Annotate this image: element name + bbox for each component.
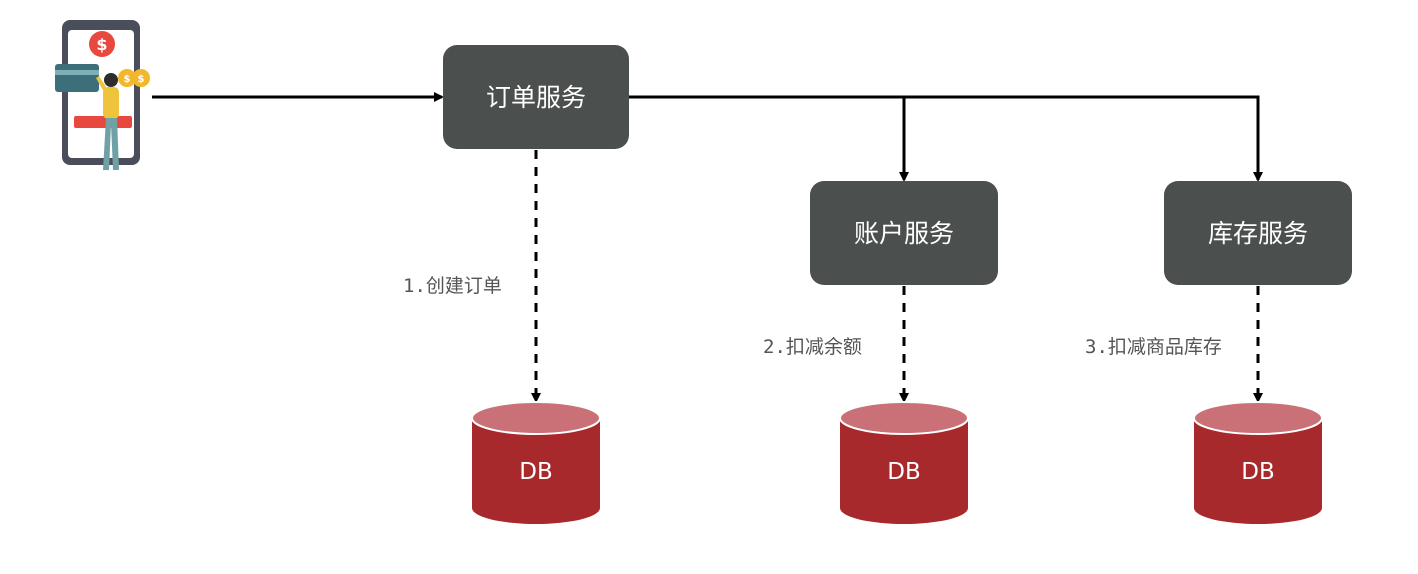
account-db-label: DB xyxy=(887,459,921,485)
mobile-payment-user-icon: $ $ $ xyxy=(55,20,150,170)
inventory-db-label: DB xyxy=(1241,459,1275,485)
pay-button-illustration xyxy=(74,116,132,128)
order-to-inventory-arrow xyxy=(904,95,1263,182)
account-db-cylinder[interactable]: DB xyxy=(839,401,969,524)
person-arm xyxy=(96,76,108,92)
svg-text:$: $ xyxy=(138,74,145,85)
person-head xyxy=(104,73,118,87)
inventory-service-node[interactable]: 库存服务 xyxy=(1164,181,1352,285)
order-service-node[interactable]: 订单服务 xyxy=(443,45,629,149)
credit-card-icon xyxy=(55,64,99,92)
order-db-cylinder[interactable]: DB xyxy=(471,401,601,524)
order-db-label: DB xyxy=(519,459,553,485)
step-create-order-label: 1.创建订单 xyxy=(403,275,502,297)
coin-icon xyxy=(132,69,150,87)
order-to-account-arrow xyxy=(628,95,909,182)
svg-text:$: $ xyxy=(124,74,131,85)
person-legs xyxy=(103,118,119,170)
inventory-service-label: 库存服务 xyxy=(1208,219,1308,248)
connectors xyxy=(152,92,1263,403)
step-deduct-stock-label: 3.扣减商品库存 xyxy=(1085,336,1222,358)
step-deduct-balance-label: 2.扣减余额 xyxy=(763,336,862,358)
svg-text:$: $ xyxy=(96,35,107,54)
account-service-node[interactable]: 账户服务 xyxy=(810,181,998,285)
coin-icon xyxy=(118,69,136,87)
person-torso xyxy=(103,87,119,119)
order-service-label: 订单服务 xyxy=(486,83,586,112)
dollar-coin-icon xyxy=(89,31,115,57)
account-service-label: 账户服务 xyxy=(854,219,954,248)
inventory-db-cylinder[interactable]: DB xyxy=(1193,401,1323,524)
